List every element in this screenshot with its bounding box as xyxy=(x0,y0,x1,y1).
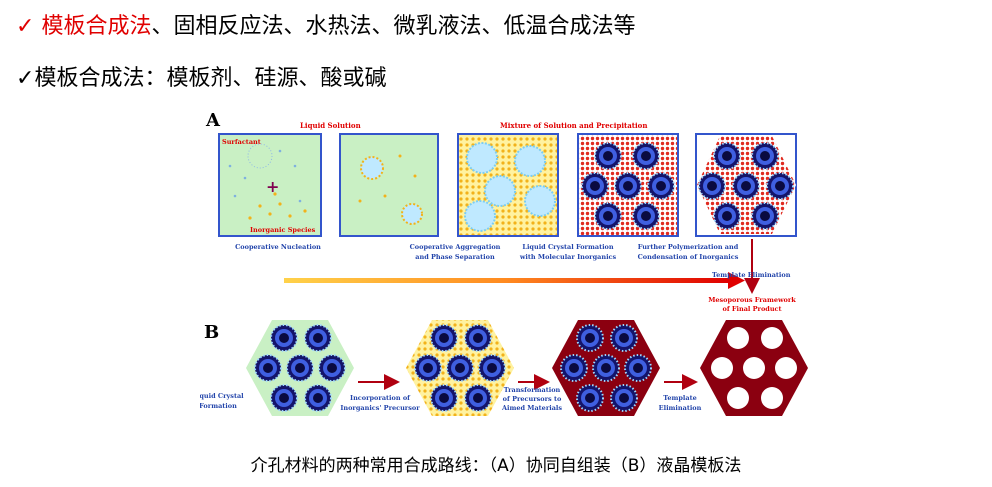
template-label-1: Template xyxy=(663,394,696,402)
mesoporous-label-2: of Final Product xyxy=(722,305,781,313)
step-a4-label-1: Further Polymerization and xyxy=(638,243,739,251)
step-a3-label-2: with Molecular Inorganics xyxy=(519,253,617,261)
incorporation-label-2: Inorganics' Precursor xyxy=(340,404,420,412)
step-a2-label-2: and Phase Separation xyxy=(415,253,495,261)
liquid-crystal-label-1: Liquid Crystal xyxy=(200,392,244,400)
panel-box-2 xyxy=(339,133,439,237)
surfactant-label: Surfactant xyxy=(222,138,261,146)
bullet-text: 、固相反应法、水热法、微乳液法、低温合成法等 xyxy=(151,14,636,39)
figure-caption: 介孔材料的两种常用合成路线：（A）协同自组装（B）液晶模板法 xyxy=(250,456,742,476)
check-icon: ✓ xyxy=(16,14,35,39)
panel-b-letter: B xyxy=(204,322,219,343)
transformation-label-3: Aimed Materials xyxy=(501,404,562,412)
mixture-label: Mixture of Solution and Precipitation xyxy=(500,121,647,130)
panel-a-letter: A xyxy=(205,110,221,131)
step-a1-label: Cooperative Nucleation xyxy=(235,243,321,251)
bullet-line-2: ✓模板合成法：模板剂、硅源、酸或碱 xyxy=(16,60,386,92)
panel-box-1 xyxy=(218,133,322,237)
incorporation-label-1: Incorporation of xyxy=(350,394,411,402)
transformation-label-2: of Precursors to xyxy=(503,395,562,403)
step-a2-label-1: Cooperative Aggregation xyxy=(410,243,501,251)
plus-icon: + xyxy=(266,177,279,196)
synthesis-diagram: A Liquid Solution Mixture of Solution an… xyxy=(200,110,808,416)
step-a3-label-1: Liquid Crystal Formation xyxy=(522,243,613,251)
template-label-2: Elimination xyxy=(659,404,702,412)
progress-arrow xyxy=(284,278,728,283)
transformation-label-1: Transformation xyxy=(504,386,561,394)
liquid-crystal-label-2: Formation xyxy=(200,402,237,410)
template-elimination-a-label: Template Elimination xyxy=(712,271,791,279)
liquid-solution-label: Liquid Solution xyxy=(300,121,361,130)
mesoporous-label-1: Mesoporous Framework xyxy=(708,296,796,304)
bullet-line-1: ✓ 模板合成法、固相反应法、水热法、微乳液法、低温合成法等 xyxy=(16,8,635,40)
check-icon: ✓ xyxy=(16,66,35,91)
bullet-highlight: 模板合成法 xyxy=(41,14,152,39)
inorganic-species-label: Inorganic Species xyxy=(250,226,316,234)
step-a4-label-2: Condensation of Inorganics xyxy=(638,253,739,261)
bullet-text: 模板合成法：模板剂、硅源、酸或碱 xyxy=(34,66,387,91)
